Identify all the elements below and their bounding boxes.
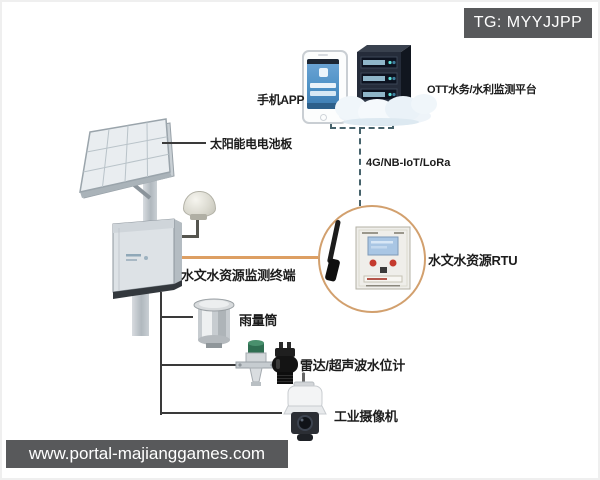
phone-input-row <box>310 83 336 88</box>
phone-home-button <box>320 114 327 121</box>
phone-screen <box>307 59 339 109</box>
camera-illustration <box>283 372 327 441</box>
phone-illustration <box>302 50 348 124</box>
mast-pole-lower <box>132 286 149 336</box>
platform-label: OTT水务/水利监测平台 <box>427 84 537 96</box>
cabinet-to-rtu-line <box>178 256 318 259</box>
watermark: www.portal-majianggames.com <box>6 440 288 468</box>
rtu-antenna-icon <box>326 219 341 264</box>
rain-gauge-illustration <box>193 298 235 348</box>
camera-label: 工业摄像机 <box>334 409 398 424</box>
rtu-circle <box>318 205 426 313</box>
gps-dome-base <box>190 214 207 220</box>
rain-gauge-label: 雨量筒 <box>239 313 278 328</box>
terminal-cabinet-illustration <box>112 218 182 299</box>
level-meter-branch-line <box>161 364 239 366</box>
rtu-label: 水文水资源RTU <box>428 253 518 268</box>
phone-input-row <box>310 91 336 96</box>
sensor-bus-line <box>160 292 162 415</box>
camera-branch-line <box>161 412 282 414</box>
rain-gauge-branch-line <box>161 316 193 318</box>
phone-speaker <box>318 54 328 56</box>
rtu-uplink-dashed-line <box>359 128 361 206</box>
terminal-label: 水文水资源监测终端 <box>181 268 296 283</box>
solar-label-line <box>162 142 206 144</box>
water-level-meter-label: 雷达/超声波水位计 <box>300 358 405 373</box>
network-label: 4G/NB-IoT/LoRa <box>366 157 451 169</box>
phone-app-icon <box>319 68 328 77</box>
rtu-device-illustration <box>355 226 411 290</box>
telegram-badge: TG: MYYJJPP <box>464 8 592 38</box>
phone-footer <box>307 103 339 109</box>
solar-panel-illustration <box>79 118 175 200</box>
phone-navbar <box>307 59 339 64</box>
solar-panel-label: 太阳能电电池板 <box>210 137 292 151</box>
ultrasonic-sensor-illustration <box>272 342 298 384</box>
dome-cable-vertical <box>196 220 199 238</box>
cloud-server-illustration <box>335 45 437 126</box>
phone-app-label: 手机APP <box>257 93 305 107</box>
horizontal-dashed-line <box>330 127 394 129</box>
dome-cable-horizontal <box>180 235 199 238</box>
